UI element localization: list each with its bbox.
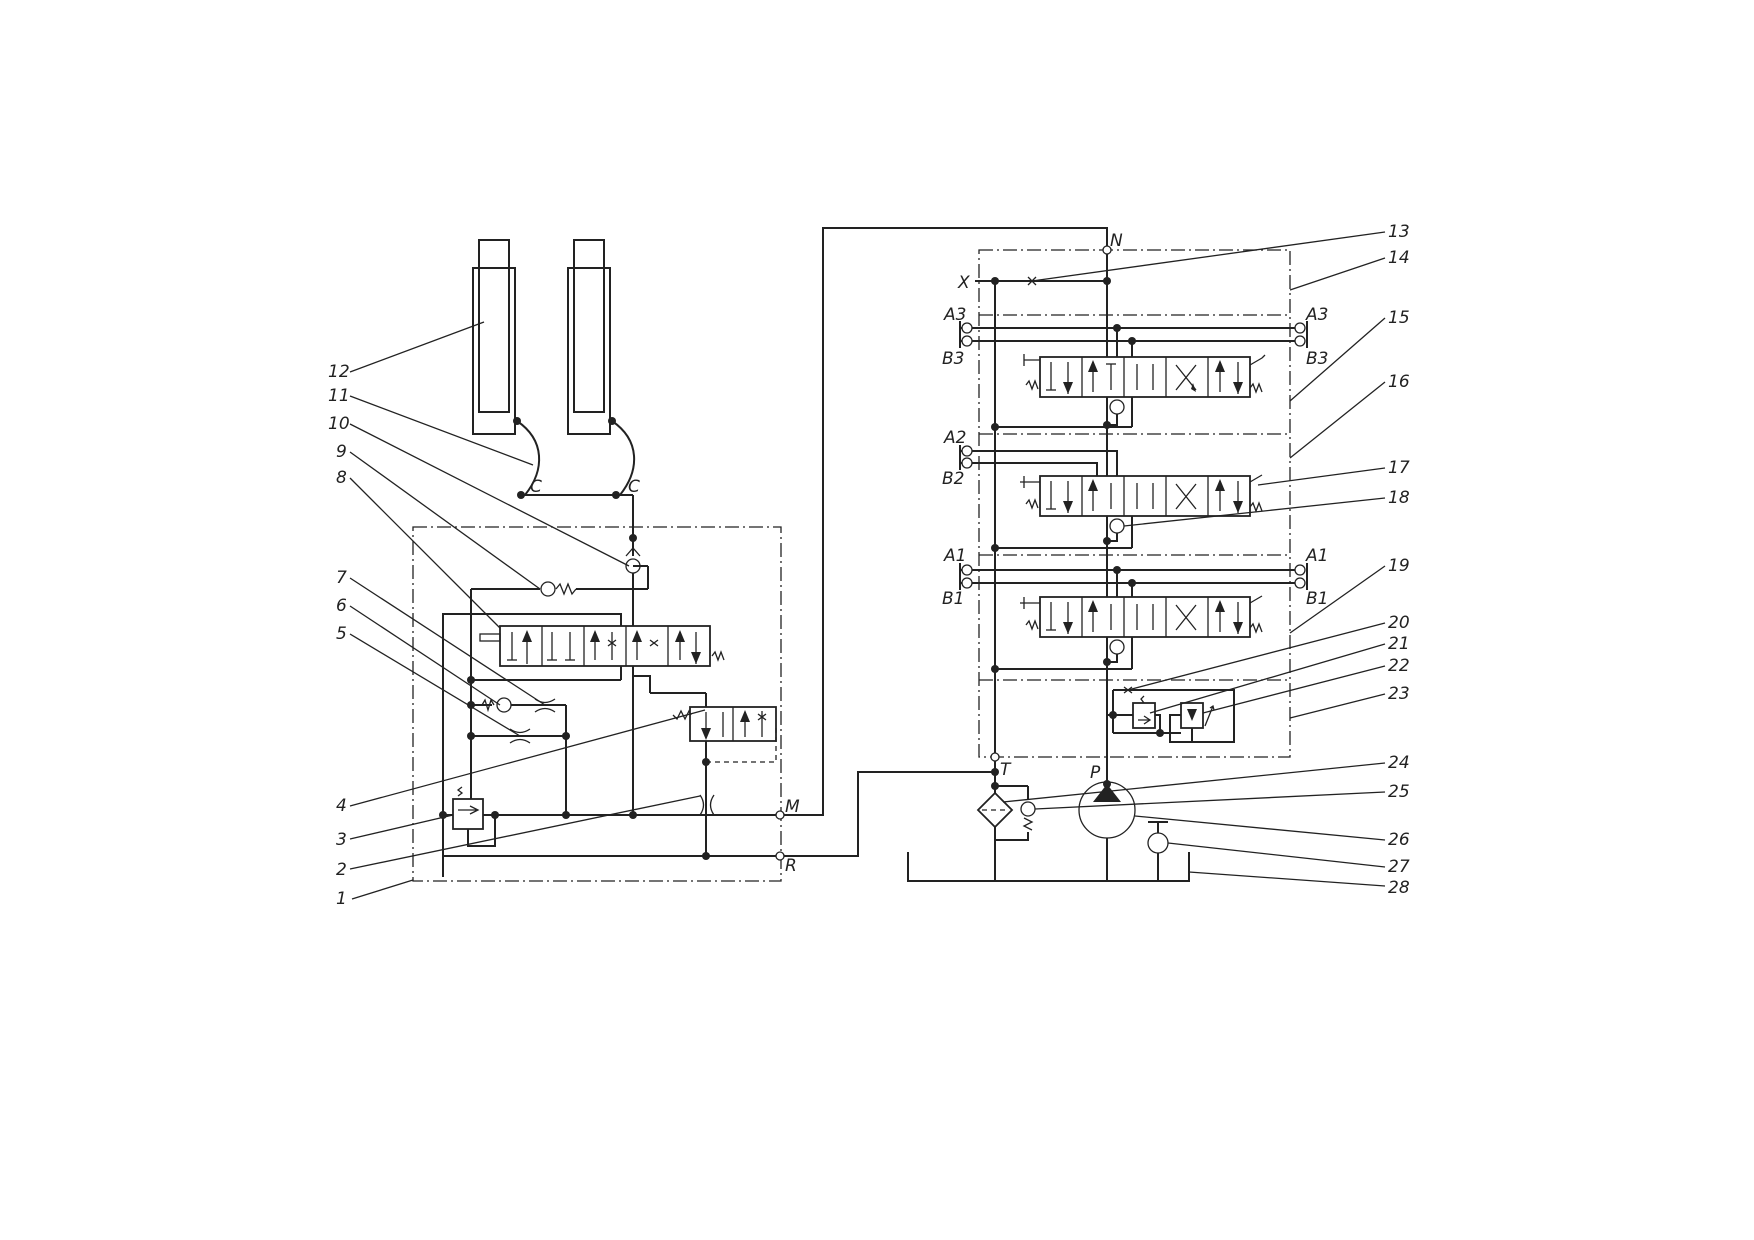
callout-15: 15 <box>1388 308 1410 328</box>
port-b1-left: B1 <box>942 589 964 609</box>
callout-27: 27 <box>1388 857 1410 877</box>
callout-13: 13 <box>1388 222 1410 242</box>
callout-12: 12 <box>328 362 350 382</box>
callout-21: 21 <box>1388 634 1410 654</box>
port-a2-left: A2 <box>943 428 966 448</box>
pump-station <box>907 761 1190 882</box>
callout-26: 26 <box>1388 830 1410 850</box>
callout-28: 28 <box>1388 878 1410 898</box>
callout-7: 7 <box>336 568 347 588</box>
port-p: P <box>1090 763 1101 783</box>
lift-control-block <box>412 526 785 882</box>
callout-6: 6 <box>336 596 347 616</box>
callout-leaders <box>349 231 1386 900</box>
port-a3-left: A3 <box>943 305 966 325</box>
callout-11: 11 <box>328 386 350 406</box>
callout-14: 14 <box>1388 248 1410 268</box>
port-b3-right: B3 <box>1306 349 1328 369</box>
port-a1-right: A1 <box>1305 546 1328 566</box>
port-m: M <box>785 797 800 817</box>
callout-9: 9 <box>336 442 347 462</box>
port-c-left: C <box>530 477 542 497</box>
callout-2: 2 <box>336 860 347 880</box>
port-b1-right: B1 <box>1306 589 1328 609</box>
callout-10: 10 <box>328 414 350 434</box>
lift-cylinders <box>472 239 635 538</box>
callout-17: 17 <box>1388 458 1410 478</box>
callout-3: 3 <box>336 830 347 850</box>
port-n: N <box>1110 231 1123 251</box>
port-x: X <box>957 273 970 293</box>
callout-25: 25 <box>1388 782 1410 802</box>
multi-section-distributor <box>959 245 1308 784</box>
callout-22: 22 <box>1388 656 1410 676</box>
callout-8: 8 <box>336 468 347 488</box>
callout-20: 20 <box>1388 613 1410 633</box>
callout-4: 4 <box>336 796 347 816</box>
callout-24: 24 <box>1388 753 1410 773</box>
port-r: R <box>785 856 797 876</box>
port-b2-left: B2 <box>942 469 964 489</box>
port-b3-left: B3 <box>942 349 964 369</box>
port-a1-left: A1 <box>943 546 966 566</box>
port-labels: N X T P M R C C A3 B3 A3 B3 A2 B2 A1 B1 … <box>530 231 1328 876</box>
callout-19: 19 <box>1388 556 1410 576</box>
callout-numbers: 1 2 3 4 5 6 7 8 9 10 11 12 13 14 15 16 1… <box>328 222 1410 909</box>
callout-16: 16 <box>1388 372 1410 392</box>
callout-23: 23 <box>1388 684 1410 704</box>
port-a3-right: A3 <box>1305 305 1328 325</box>
port-t: T <box>1000 760 1012 780</box>
port-c-right: C <box>628 477 640 497</box>
callout-1: 1 <box>336 889 347 909</box>
callout-18: 18 <box>1388 488 1410 508</box>
callout-5: 5 <box>336 624 347 644</box>
